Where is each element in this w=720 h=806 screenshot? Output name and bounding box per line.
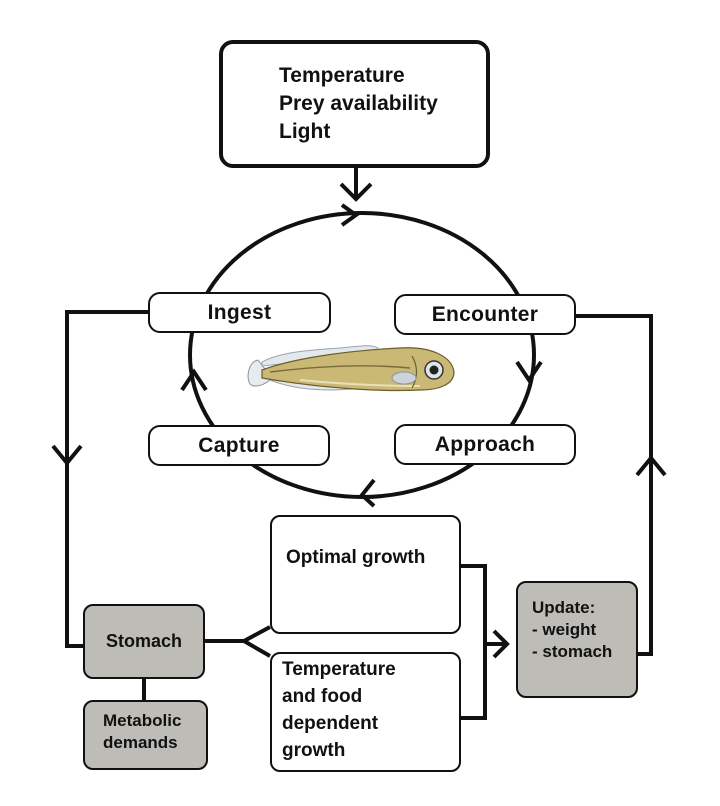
metabolic-line-2: demands <box>103 733 178 752</box>
inputs-line-temperature: Temperature <box>279 64 405 87</box>
approach-box: Approach <box>394 424 576 465</box>
input-arrow-head <box>339 182 373 202</box>
update-line-weight: - weight <box>532 620 597 639</box>
right-loop-arrow <box>635 454 667 477</box>
approach-label: Approach <box>434 432 536 456</box>
fish-stripe <box>269 365 411 373</box>
optimal-growth-box: Optimal growth <box>270 515 461 634</box>
ingest-box: Ingest <box>148 292 331 333</box>
inputs-line-prey: Prey availability <box>279 92 438 115</box>
fish-pupil <box>429 365 439 375</box>
update-line-title: Update: <box>532 598 596 617</box>
left-loop-arrow <box>51 444 83 467</box>
fish-pectoral-fin <box>391 371 417 385</box>
temp-food-growth-box: Temperature and food dependent growth <box>270 652 461 772</box>
fork-upper <box>243 625 271 643</box>
update-box: Update: - weight - stomach <box>516 581 638 698</box>
growth-to-update-arrow <box>492 629 510 659</box>
growth-upper-line <box>461 564 487 720</box>
metabolic-line-1: Metabolic <box>103 711 182 730</box>
encounter-box: Encounter <box>394 294 576 335</box>
ingest-label: Ingest <box>207 300 272 324</box>
capture-box: Capture <box>148 425 330 466</box>
fork-lower <box>243 639 271 658</box>
cycle-arrow-bottom <box>359 478 376 508</box>
fish-belly <box>299 379 421 387</box>
fish-tail-fin <box>247 359 273 387</box>
temp-food-line-4: growth <box>282 740 346 761</box>
temp-food-line-1: Temperature <box>282 659 396 680</box>
encounter-label: Encounter <box>431 302 539 326</box>
fish-gill <box>411 355 418 389</box>
inputs-line-light: Light <box>279 120 331 143</box>
stomach-label: Stomach <box>105 631 183 651</box>
optimal-growth-label: Optimal growth <box>286 547 426 568</box>
cycle-arrow-top <box>340 203 360 227</box>
stomach-box: Stomach <box>83 604 205 679</box>
left-loop-line <box>65 310 150 648</box>
capture-label: Capture <box>198 433 280 457</box>
right-loop-line <box>575 314 653 656</box>
cycle-arrow-left <box>180 368 208 392</box>
fish-illustration <box>247 345 455 392</box>
metabolic-demands-box: Metabolic demands <box>83 700 208 770</box>
temp-food-line-2: and food <box>282 686 363 707</box>
temp-food-line-3: dependent <box>282 713 379 734</box>
inputs-box: Temperature Prey availability Light <box>219 40 490 168</box>
cycle-arrow-right <box>515 360 543 384</box>
update-line-stomach: - stomach <box>532 642 613 661</box>
